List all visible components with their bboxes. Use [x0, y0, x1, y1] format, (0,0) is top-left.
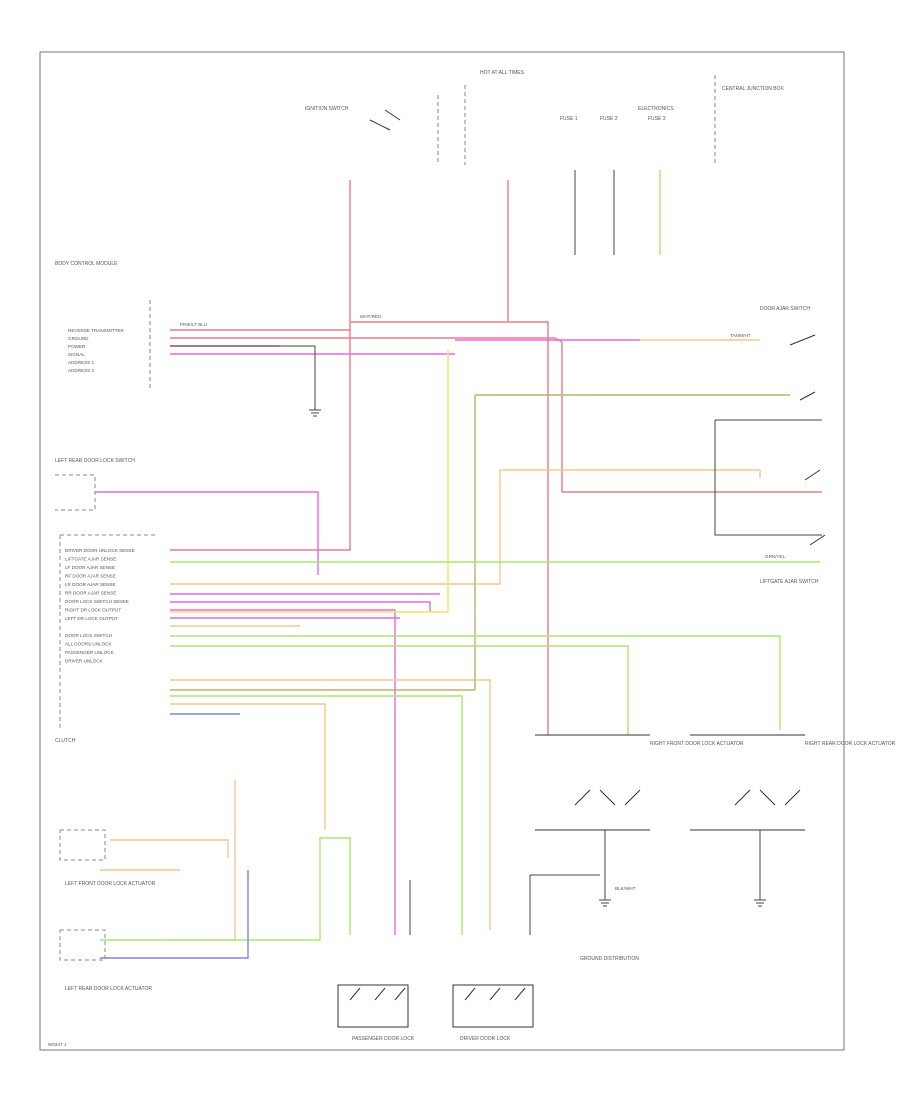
ign-switch-contact [369, 109, 401, 131]
ground-bcm [309, 409, 321, 417]
wire-magenta-lr [95, 491, 319, 575]
clutch-pin-labels: DRIVER DOOR UNLOCK SENSE LIFTGATE AJAR SE… [65, 548, 135, 664]
rr-lock-bus [690, 734, 805, 831]
pass-lock-switch [349, 987, 406, 1001]
bcm-pin-1: GROUND [68, 336, 89, 341]
wire-label-c: WHT/RED [360, 314, 382, 319]
wire-label-e: BLK/WHT [615, 886, 636, 891]
diagram-border [39, 51, 845, 1051]
boundary-clutch [59, 534, 155, 730]
rr-door-switch [789, 334, 826, 546]
label-bcm: BODY CONTROL MODULE [55, 261, 118, 267]
wire-green-4 [170, 695, 463, 935]
wire-pink-b [170, 337, 822, 493]
wire-tan-7 [170, 780, 236, 941]
bcm-pin-4: ADDRESS 1 [68, 360, 94, 365]
label-rf-lock: RIGHT FRONT DOOR LOCK ACTUATOR [650, 741, 744, 747]
wire-blue-2 [100, 870, 249, 959]
wire-green-3 [170, 645, 629, 735]
clutch-pin-4: LR DOOR AJAR SENSE [65, 582, 116, 587]
drv-lock-switch [464, 987, 526, 1001]
driver-lock-block [452, 984, 534, 1028]
label-electronics: ELECTRONICS [638, 106, 674, 112]
rf-lock-bus [535, 734, 650, 831]
label-left-rear-switch: LEFT REAR DOOR LOCK SWITCH [55, 458, 135, 464]
label-fuse-3: FUSE 3 [648, 116, 666, 122]
label-driver-lock: DRIVER DOOR LOCK [460, 1036, 511, 1042]
module-boundaries [55, 75, 716, 961]
label-rr-lock: RIGHT REAR DOOR LOCK ACTUATOR [805, 741, 896, 747]
label-ignition-switch: IGNITION SWITCH [305, 106, 349, 112]
wire-label-a: PINK/LT BLU [180, 322, 207, 327]
label-lf-lock: LEFT FRONT DOOR LOCK ACTUATOR [65, 881, 156, 887]
wire-green-5 [100, 837, 351, 941]
wire-black-1 [170, 345, 316, 410]
wire-magenta-s2 [170, 601, 431, 612]
passenger-lock-block [337, 984, 409, 1028]
boundary-rf [59, 829, 106, 861]
label-liftgate-ajar: LIFTGATE AJAR SWITCH [760, 579, 819, 585]
wire-tan-3 [170, 470, 501, 585]
wire-magenta-s3 [170, 609, 396, 935]
label-hot-at-all-times: HOT AT ALL TIMES [480, 70, 525, 76]
wire-black-9 [714, 420, 822, 536]
ground-rf [599, 899, 611, 907]
wire-tan-5 [170, 679, 491, 930]
clutch-pin-12: PASSENGER UNLOCK [65, 650, 115, 655]
clutch-pin-5: RR DOOR AJAR SENSE [65, 591, 116, 596]
component-blocks [337, 109, 826, 1028]
wire-tan-6 [170, 703, 326, 830]
bcm-pin-5: ADDRESS 2 [68, 368, 94, 373]
label-fuse-2: FUSE 2 [600, 116, 618, 122]
clutch-pin-11: ALL DOORS UNLOCK [65, 642, 112, 647]
wire-label-d: GRN/YEL [765, 554, 786, 559]
wire-green-2 [170, 635, 781, 730]
wire-tan-2 [500, 469, 761, 478]
bcm-pin-2: POWER [68, 344, 86, 349]
wire-pink-top [350, 321, 549, 735]
wire-pink-feed-1 [170, 180, 351, 331]
clutch-pin-3: RF DOOR AJAR SENSE [65, 574, 116, 579]
wire-tan-8 [110, 839, 229, 858]
label-passenger-lock: PASSENGER DOOR LOCK [352, 1036, 415, 1042]
clutch-pin-6: DOOR LOCK SWITCH SENSE [65, 599, 129, 604]
clutch-pin-0: DRIVER DOOR UNLOCK SENSE [65, 548, 135, 553]
bcm-pin-0: REVERSE TRANSMITTER [68, 328, 124, 333]
label-central-junction: CENTRAL JUNCTION BOX [722, 86, 784, 92]
ground-symbols [309, 409, 766, 907]
wire-label-b: TAN/WHT [730, 333, 751, 338]
boundary-lf [59, 929, 106, 961]
label-door-ajar: DOOR AJAR SWITCH [760, 306, 810, 312]
clutch-pin-7: RIGHT DR LOCK OUTPUT [65, 608, 121, 613]
rf-switch-a [574, 789, 641, 806]
wires [95, 170, 822, 959]
bcm-pin-3: SIGNAL [68, 352, 85, 357]
boundary-lr [55, 474, 96, 511]
rr-switch-a [734, 789, 801, 806]
component-labels: IGNITION SWITCH HOT AT ALL TIMES ELECTRO… [48, 70, 896, 1047]
label-ground-dist: GROUND DISTRIBUTION [580, 956, 639, 962]
clutch-pin-8: LEFT DR LOCK OUTPUT [65, 616, 118, 621]
clutch-pin-2: LF DOOR AJAR SENSE [65, 565, 115, 570]
clutch-pin-13: DRIVER UNLOCK [65, 659, 104, 664]
bcm-pin-labels: REVERSE TRANSMITTER GROUND POWER SIGNAL ADDR… [68, 328, 124, 373]
clutch-pin-10: DOOR LOCK SWITCH [65, 633, 112, 638]
label-fuse-1: FUSE 1 [560, 116, 578, 122]
label-lr-lock: LEFT REAR DOOR LOCK ACTUATOR [65, 986, 152, 992]
ground-rr [754, 899, 766, 907]
page-id: W0347 1 [48, 1042, 67, 1047]
clutch-pin-1: LIFTGATE AJAR SENSE [65, 557, 116, 562]
label-clutch: CLUTCH [55, 738, 76, 744]
wire-yellow-1 [170, 350, 449, 613]
wire-pink-feed-2 [170, 330, 351, 551]
